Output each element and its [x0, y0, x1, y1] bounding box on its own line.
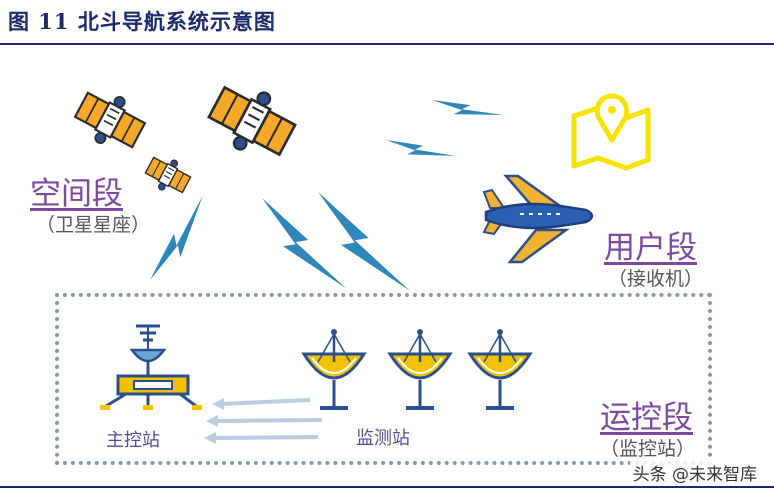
figure-title: 图 11 北斗导航系统示意图 [8, 9, 276, 34]
signal-bolt-icon [432, 78, 504, 137]
control-segment-boundary [55, 293, 712, 465]
satellite-icon [141, 149, 195, 201]
signal-bolts [143, 78, 504, 291]
bottom-rule [0, 486, 774, 488]
satellite-icon [200, 73, 304, 169]
control-segment-title: 运控段 [600, 400, 693, 436]
monitor-station-label: 监测站 [356, 428, 410, 449]
space-segment-title: 空间段 [30, 176, 123, 212]
figure-header: 图 11 北斗导航系统示意图 [0, 0, 774, 44]
watermark: 头条 @未来智库 [629, 460, 760, 485]
airplane-icon [482, 174, 594, 264]
uplink-arrows [204, 398, 323, 444]
master-station-label: 主控站 [106, 430, 160, 451]
signal-bolt-icon [386, 119, 456, 177]
user-segment-title: 用户段 [604, 230, 697, 266]
space-segment-subtitle: （卫星星座） [36, 214, 151, 236]
signal-bolt-icon [143, 195, 210, 280]
master-station-icon [100, 324, 202, 410]
user-segment-subtitle: （接收机） [608, 268, 704, 290]
satellite-icon [68, 81, 152, 159]
control-segment-subtitle: （监控站） [600, 438, 696, 460]
map-pin-icon [571, 93, 651, 171]
top-rule [0, 43, 774, 45]
